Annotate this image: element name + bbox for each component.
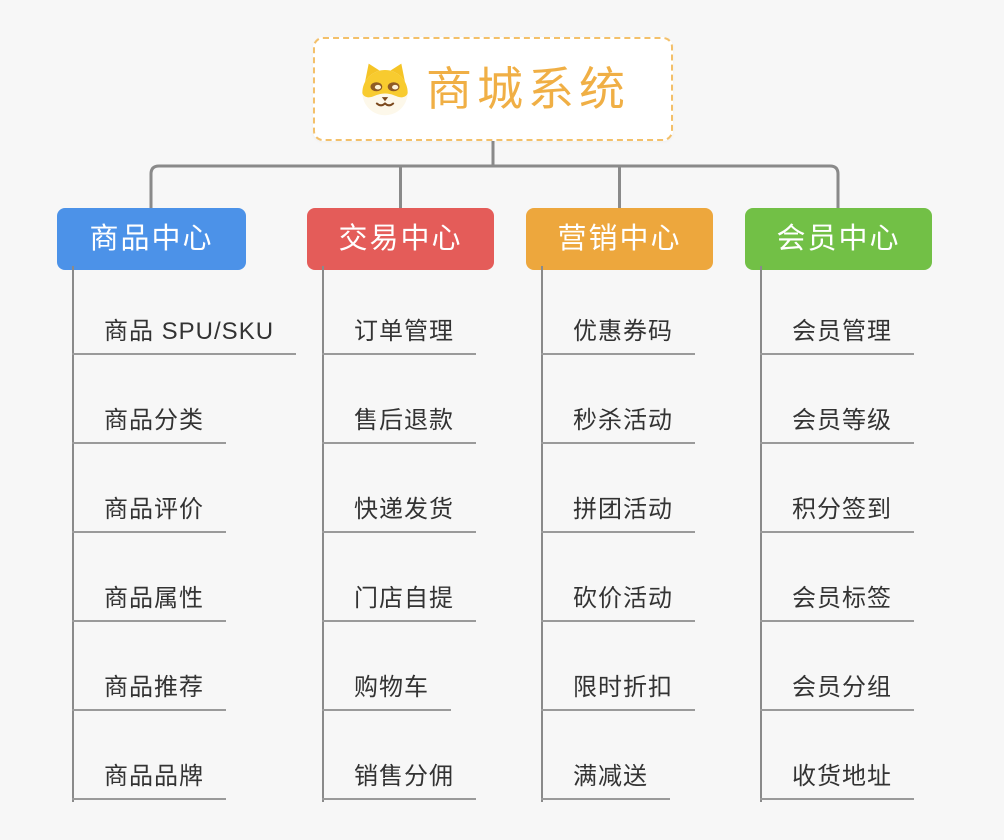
child-topic: 砍价活动 <box>541 586 695 622</box>
branch-header-member[interactable]: 会员中心 <box>745 208 932 270</box>
child-topic: 商品 SPU/SKU <box>72 319 297 355</box>
branch-label: 营销中心 <box>557 222 682 255</box>
child-topic: 销售分佣 <box>322 764 476 800</box>
child-topic-label[interactable]: 商品评价 <box>72 497 226 533</box>
child-topic-label[interactable]: 售后退款 <box>322 408 476 444</box>
child-topic-label[interactable]: 会员等级 <box>760 408 914 444</box>
dog-face-icon <box>362 63 408 116</box>
branch-connector-line <box>322 266 324 802</box>
child-topic: 商品评价 <box>72 497 226 533</box>
branch-connector-line <box>72 266 74 802</box>
child-topic-label[interactable]: 会员标签 <box>760 586 914 622</box>
child-topic: 收货地址 <box>760 764 914 800</box>
child-topic: 订单管理 <box>322 319 476 355</box>
child-topic-label[interactable]: 商品 SPU/SKU <box>72 319 297 355</box>
child-topic-label[interactable]: 拼团活动 <box>541 497 695 533</box>
child-topic-label[interactable]: 积分签到 <box>760 497 914 533</box>
child-topic: 商品品牌 <box>72 764 226 800</box>
child-topic-label[interactable]: 收货地址 <box>760 764 914 800</box>
child-topic: 快递发货 <box>322 497 476 533</box>
child-topic-label[interactable]: 快递发货 <box>322 497 476 533</box>
child-topic-label[interactable]: 会员管理 <box>760 319 914 355</box>
child-topic-label[interactable]: 秒杀活动 <box>541 408 695 444</box>
child-topic: 门店自提 <box>322 586 476 622</box>
child-topic-label[interactable]: 门店自提 <box>322 586 476 622</box>
child-topic-label[interactable]: 限时折扣 <box>541 675 695 711</box>
branch-header-trade[interactable]: 交易中心 <box>307 208 494 270</box>
child-topic-label[interactable]: 优惠券码 <box>541 319 695 355</box>
child-topic: 商品推荐 <box>72 675 226 711</box>
child-topic-label[interactable]: 商品分类 <box>72 408 226 444</box>
root-node[interactable]: 商城系统 <box>313 37 673 141</box>
child-topic-label[interactable]: 购物车 <box>322 675 451 711</box>
child-topic: 满减送 <box>541 764 670 800</box>
child-topic: 优惠券码 <box>541 319 695 355</box>
child-topic: 会员标签 <box>760 586 914 622</box>
child-topic-label[interactable]: 订单管理 <box>322 319 476 355</box>
child-topic-label[interactable]: 商品属性 <box>72 586 226 622</box>
child-topic: 拼团活动 <box>541 497 695 533</box>
child-topic: 会员管理 <box>760 319 914 355</box>
child-topic: 会员分组 <box>760 675 914 711</box>
child-topic-label[interactable]: 满减送 <box>541 764 670 800</box>
branch-label: 会员中心 <box>776 222 901 255</box>
child-topic: 售后退款 <box>322 408 476 444</box>
branch-connector-line <box>541 266 543 802</box>
child-topic: 秒杀活动 <box>541 408 695 444</box>
child-topic: 限时折扣 <box>541 675 695 711</box>
root-title: 商城系统 <box>426 63 630 115</box>
child-topic-label[interactable]: 砍价活动 <box>541 586 695 622</box>
child-topic-label[interactable]: 商品推荐 <box>72 675 226 711</box>
child-topic: 会员等级 <box>760 408 914 444</box>
branch-header-product[interactable]: 商品中心 <box>57 208 246 270</box>
child-topic-label[interactable]: 销售分佣 <box>322 764 476 800</box>
child-topic: 商品属性 <box>72 586 226 622</box>
child-topic: 购物车 <box>322 675 451 711</box>
child-topic-label[interactable]: 商品品牌 <box>72 764 226 800</box>
branch-connector-line <box>760 266 762 802</box>
child-topic: 积分签到 <box>760 497 914 533</box>
child-topic-label[interactable]: 会员分组 <box>760 675 914 711</box>
branch-label: 交易中心 <box>338 222 463 255</box>
branch-label: 商品中心 <box>89 222 214 255</box>
branch-header-marketing[interactable]: 营销中心 <box>526 208 713 270</box>
child-topic: 商品分类 <box>72 408 226 444</box>
